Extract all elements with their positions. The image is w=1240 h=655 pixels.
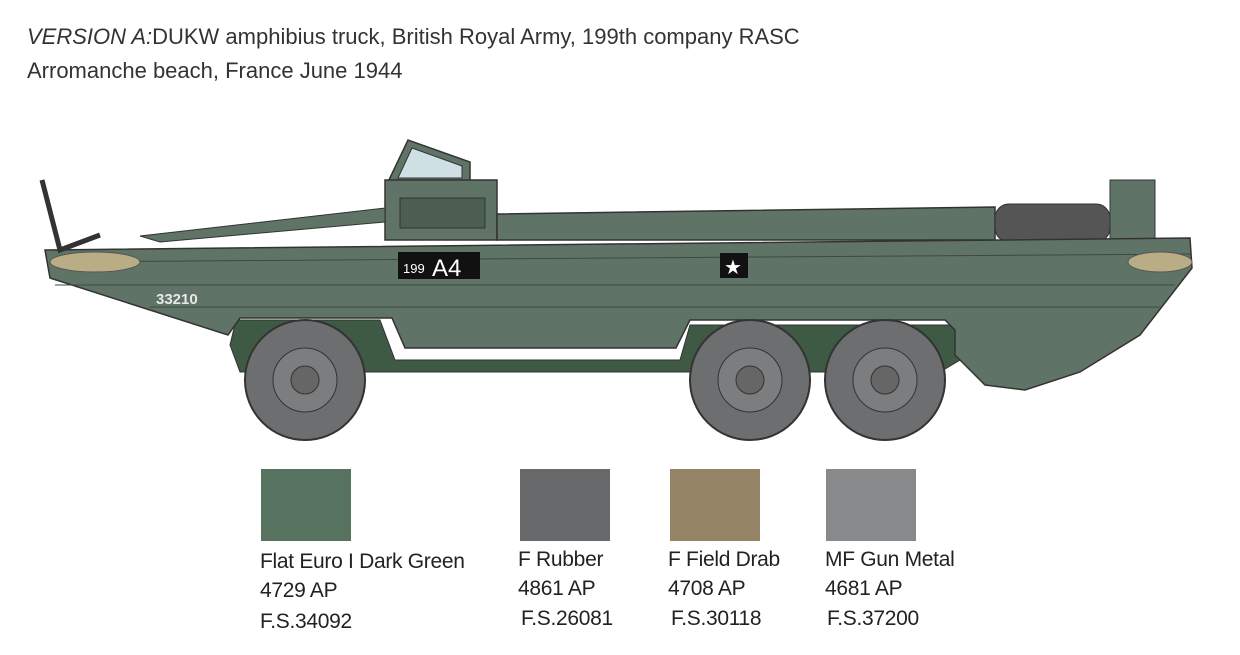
paint-info-gun-metal: MF Gun Metal 4681 AP [825,545,955,603]
unit-marking-large: A4 [432,255,461,282]
camouflage-net-front [49,251,141,273]
cargo-side [496,206,996,241]
wheel-rear [824,319,946,441]
paint-swatch-field-drab [670,469,760,541]
version-title: VERSION A:DUKW amphibius truck, British … [27,22,800,52]
paint-name: F Field Drab [668,548,780,571]
hull-panel-lines [49,253,1191,308]
jerry-can [1109,179,1156,243]
hull [44,237,1193,391]
unit-marking-small: 199 [403,261,425,276]
wheel-middle [689,319,811,441]
paint-info-dark-green: Flat Euro I Dark Green 4729 AP [260,547,465,605]
paint-name: Flat Euro I Dark Green [260,550,465,573]
paint-swatch-rubber [520,469,610,541]
dukw-truck-illustration: 199 A4 ★ 33210 [39,139,1193,441]
deck-rail [139,207,386,243]
paint-name: F Rubber [518,548,604,571]
windshield [386,139,471,183]
paint-fs-code: F.S.26081 [521,607,613,630]
paint-code: 4681 AP [825,577,903,600]
star-plate [720,253,748,278]
paint-swatch-dark-green [261,469,351,541]
version-location: Arromanche beach, France June 1944 [27,58,403,83]
paint-fs-code: F.S.37200 [827,607,919,630]
paint-code: 4861 AP [518,577,596,600]
paint-swatch-gun-metal [826,469,916,541]
paint-code: 4729 AP [260,579,338,602]
version-description: DUKW amphibius truck, British Royal Army… [152,24,800,49]
star-icon: ★ [724,255,742,279]
paint-fs-code: F.S.34092 [260,610,352,633]
paint-code: 4708 AP [668,577,746,600]
unit-marking-plate [398,252,480,279]
grille [399,197,486,229]
version-label: VERSION A: [27,24,153,49]
a-frame [39,179,101,254]
paint-info-field-drab: F Field Drab 4708 AP [668,545,780,603]
paint-info-rubber: F Rubber 4861 AP [518,545,603,603]
serial-number: 33210 [156,291,198,308]
spare-tire [994,203,1111,243]
wheel-front [244,319,366,441]
paint-name: MF Gun Metal [825,548,955,571]
paint-fs-code: F.S.30118 [671,607,762,630]
camouflage-net-rear [1127,251,1193,273]
